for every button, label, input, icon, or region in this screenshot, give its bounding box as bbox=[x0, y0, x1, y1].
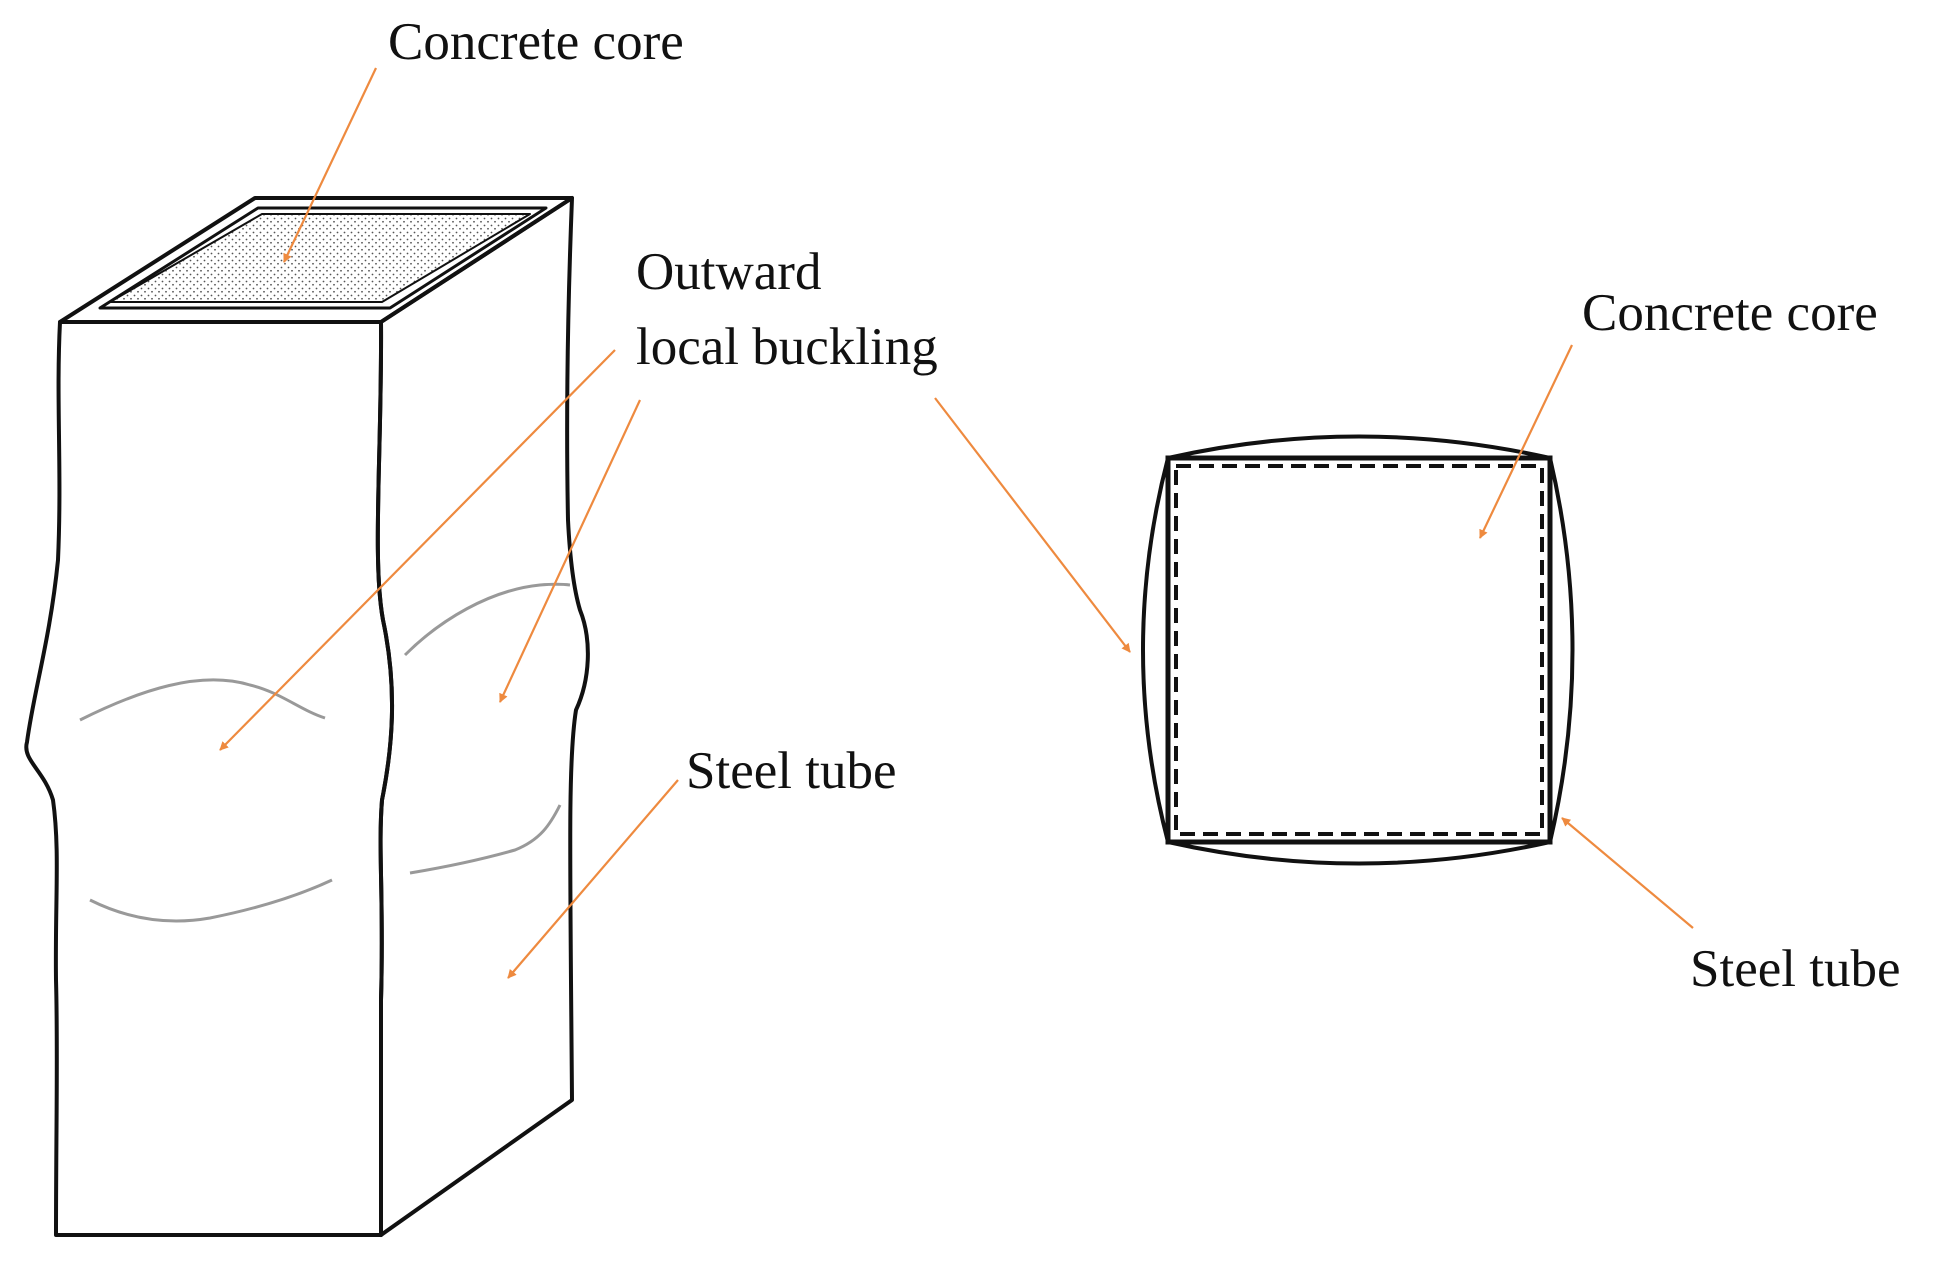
front-wrinkle-lower bbox=[89, 878, 333, 923]
front-wrinkle-upper bbox=[79, 678, 326, 722]
arrow-to-front-buckling bbox=[219, 349, 616, 751]
label-column-concrete-core: Concrete core bbox=[388, 13, 684, 71]
arrow-to-section-concrete-core bbox=[1479, 344, 1573, 539]
arrow-to-side-buckling bbox=[499, 399, 641, 703]
steel-tube-column bbox=[24, 196, 590, 1237]
label-section-steel-tube: Steel tube bbox=[1690, 940, 1900, 998]
column-side-face bbox=[375, 196, 590, 1237]
side-wrinkle-upper bbox=[403, 582, 571, 657]
label-section-concrete-core: Concrete core bbox=[1582, 284, 1878, 342]
buckling-wrinkles bbox=[79, 582, 571, 923]
arrow-to-column-concrete-core bbox=[283, 67, 377, 263]
original-tube-outline bbox=[1165, 455, 1553, 845]
arrow-to-section-buckling bbox=[934, 397, 1131, 653]
labels: Concrete core Outward local buckling Ste… bbox=[388, 13, 1900, 998]
arrow-to-column-steel-tube bbox=[507, 779, 679, 979]
side-wrinkle-lower bbox=[409, 804, 562, 875]
column-front-face bbox=[24, 320, 395, 1237]
callout-arrows bbox=[219, 67, 1694, 979]
label-outward-line1: Outward bbox=[636, 243, 821, 301]
steel-tube-wall-top bbox=[98, 206, 548, 310]
concrete-core-top bbox=[109, 213, 531, 303]
label-column-steel-tube: Steel tube bbox=[686, 742, 896, 800]
cross-section bbox=[1141, 434, 1575, 866]
arrow-to-section-steel-tube bbox=[1561, 817, 1694, 929]
buckled-steel-tube-outline bbox=[1141, 434, 1575, 866]
label-outward-line2: local buckling bbox=[636, 318, 938, 376]
